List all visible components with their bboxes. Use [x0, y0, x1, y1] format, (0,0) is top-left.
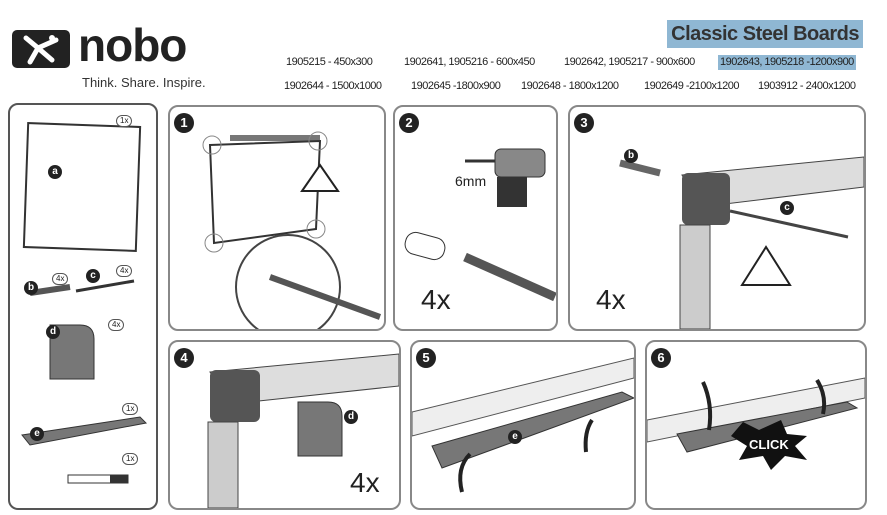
click-label: CLICK — [749, 437, 789, 452]
part-label-d: d — [344, 410, 358, 424]
part-label-d: d — [46, 325, 60, 339]
quantity-badge: 1x — [116, 115, 133, 127]
part-label-a: a — [48, 165, 62, 179]
brand-name: nobo — [78, 19, 187, 71]
step-number: 1 — [174, 113, 194, 133]
part-label-c: c — [86, 269, 100, 283]
step-number: 4 — [174, 348, 194, 368]
step-number: 6 — [651, 348, 671, 368]
step-2-panel: 2 6mm 4x — [393, 105, 558, 331]
model-item: 1902642, 1905217 - 900x600 — [564, 56, 695, 68]
model-item: 1902648 - 1800x1200 — [521, 80, 619, 92]
count-label: 4x — [596, 284, 626, 315]
step-1-panel: 1 — [168, 105, 386, 331]
model-item: 1905215 - 450x300 — [286, 56, 373, 68]
count-label: 4x — [421, 284, 451, 315]
quantity-badge: 1x — [122, 453, 139, 465]
model-item: 1902645 -1800x900 — [411, 80, 501, 92]
step-4-panel: 4 d 4x — [168, 340, 401, 510]
model-item-highlighted: 1902643, 1905218 -1200x900 — [718, 55, 856, 70]
step-5-panel: 5 e — [410, 340, 636, 510]
part-label-b: b — [624, 149, 638, 163]
nobo-logo-icon — [12, 30, 70, 68]
model-item: 1903912 - 2400x1200 — [758, 80, 856, 92]
model-item: 1902644 - 1500x1000 — [284, 80, 382, 92]
model-item: 1902649 -2100x1200 — [644, 80, 739, 92]
part-label-e: e — [508, 430, 522, 444]
step-number: 3 — [574, 113, 594, 133]
parts-panel: 1x a 4x 4x b c 4x d 1x e 1x — [8, 103, 158, 510]
brand-tagline: Think. Share. Inspire. — [82, 75, 206, 90]
count-label: 4x — [350, 467, 380, 498]
quantity-badge: 4x — [116, 265, 133, 277]
part-label-b: b — [24, 281, 38, 295]
step-6-panel: 6 CLICK — [645, 340, 867, 510]
step-3-panel: 3 b c 4x — [568, 105, 866, 331]
part-label-e: e — [30, 427, 44, 441]
quantity-badge: 1x — [122, 403, 139, 415]
part-label-c: c — [780, 201, 794, 215]
drill-size-label: 6mm — [455, 173, 487, 189]
quantity-badge: 4x — [52, 273, 69, 285]
step-number: 2 — [399, 113, 419, 133]
step-number: 5 — [416, 348, 436, 368]
page-title: Classic Steel Boards — [667, 20, 863, 48]
model-item: 1902641, 1905216 - 600x450 — [404, 56, 535, 68]
quantity-badge: 4x — [108, 319, 125, 331]
